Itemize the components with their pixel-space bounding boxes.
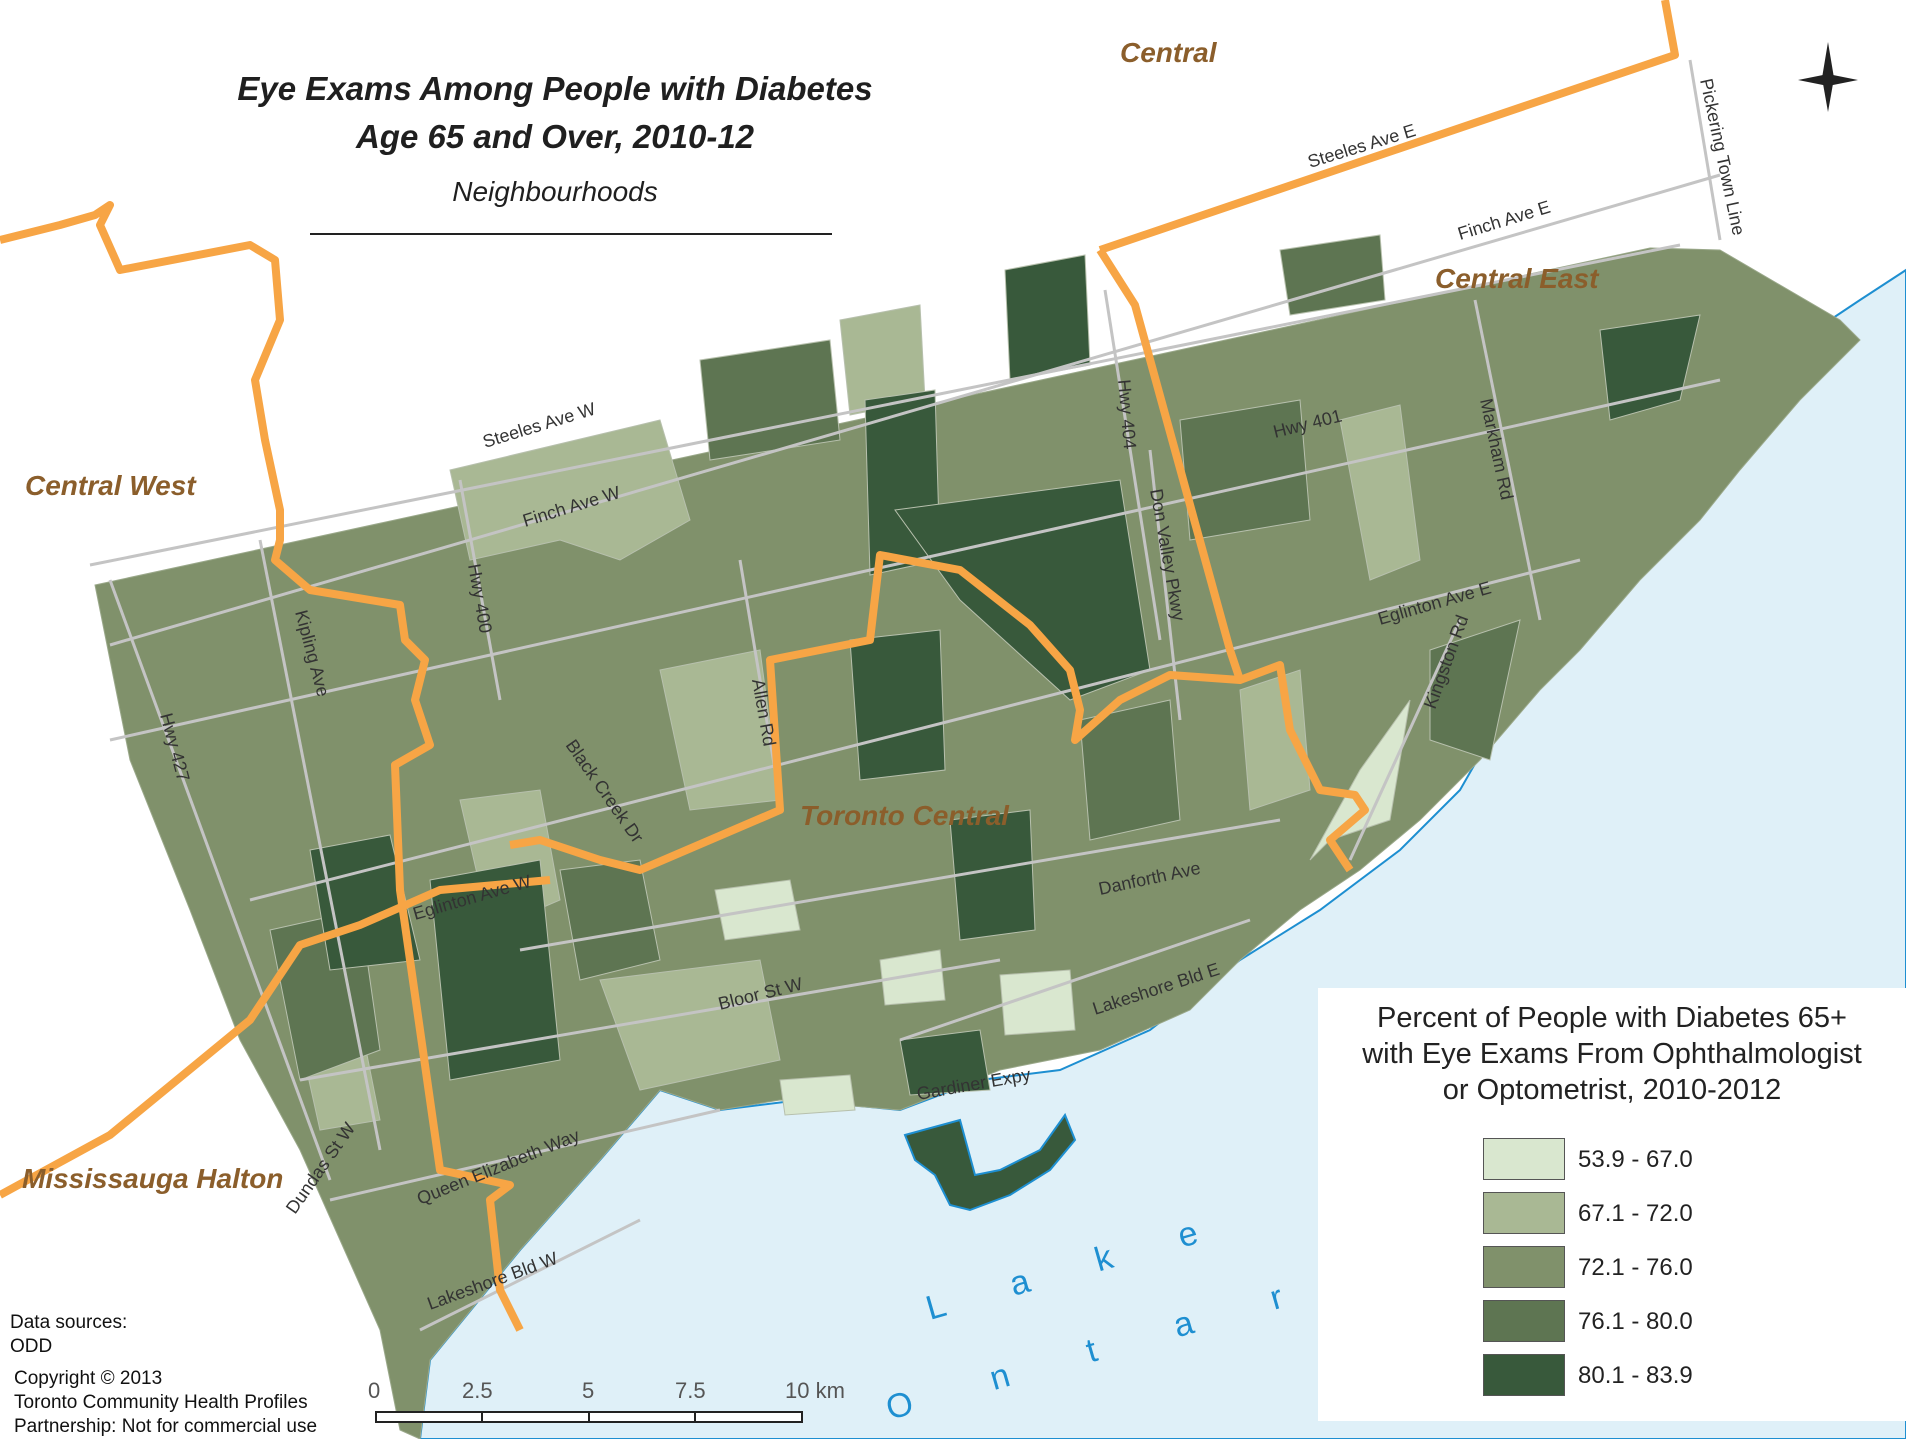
nbhd-dark-8 bbox=[949, 809, 1036, 941]
legend-title-line2: with Eye Exams From Ophthalmologist bbox=[1362, 1038, 1862, 1070]
road-finch bbox=[109, 173, 1721, 647]
title-divider bbox=[310, 233, 832, 235]
legend-label-5: 80.1 - 83.9 bbox=[1578, 1362, 1693, 1389]
region-central-west: Central West bbox=[25, 470, 197, 501]
toronto-islands bbox=[903, 1112, 1077, 1212]
legend-label-3: 72.1 - 76.0 bbox=[1578, 1254, 1693, 1281]
boundary-central-east bbox=[1096, 247, 1244, 682]
nbhd-light-7 bbox=[1239, 669, 1311, 811]
nbhd-light-6 bbox=[599, 959, 781, 1091]
nbhd-mid-2 bbox=[1279, 234, 1386, 316]
road-pickering bbox=[1688, 59, 1722, 241]
nbhd-dark-4 bbox=[849, 629, 946, 781]
scale-tick-1: 2.5 bbox=[462, 1378, 493, 1403]
nbhd-pale-4 bbox=[779, 1074, 856, 1116]
legend-swatch-1 bbox=[1483, 1138, 1565, 1180]
nbhd-mid-1 bbox=[699, 339, 841, 461]
road-kipling bbox=[258, 539, 382, 1151]
legend: Percent of People with Diabetes 65+ with… bbox=[1318, 988, 1906, 1421]
nbhd-light-3 bbox=[1339, 404, 1421, 581]
source-line4: Toronto Community Health Profiles bbox=[14, 1392, 308, 1413]
scale-tick-4: 10 km bbox=[785, 1378, 845, 1403]
scale-tick-3: 7.5 bbox=[675, 1378, 706, 1403]
nbhd-dark-7 bbox=[429, 859, 561, 1081]
boundary-toronto-central bbox=[509, 551, 1369, 874]
road-404 bbox=[1103, 289, 1162, 641]
region-mississauga-halton: Mississauga Halton bbox=[22, 1163, 283, 1194]
nbhd-dark-9 bbox=[899, 1029, 991, 1096]
road-label-pickering: Pickering Town Line bbox=[1696, 77, 1749, 237]
legend-swatch-2 bbox=[1483, 1192, 1565, 1234]
map-title-line1: Eye Exams Among People with Diabetes bbox=[237, 70, 873, 107]
boundary-central bbox=[1098, 0, 1679, 254]
legend-label-2: 67.1 - 72.0 bbox=[1578, 1200, 1693, 1227]
legend-swatch-4 bbox=[1483, 1300, 1565, 1342]
legend-title: Percent of People with Diabetes 65+ with… bbox=[1318, 1000, 1906, 1108]
boundary-west-bottom bbox=[0, 876, 551, 1199]
road-danforth bbox=[519, 818, 1281, 952]
scale-bar bbox=[375, 1411, 803, 1423]
nbhd-mid-5 bbox=[1429, 619, 1521, 761]
nbhd-pale-5 bbox=[1309, 699, 1411, 861]
region-central-east: Central East bbox=[1435, 263, 1600, 294]
nbhd-pale-2 bbox=[879, 949, 946, 1006]
nbhd-dark-5 bbox=[1599, 314, 1701, 421]
legend-title-line1: Percent of People with Diabetes 65+ bbox=[1377, 1002, 1847, 1034]
road-bloor bbox=[299, 958, 1001, 1082]
source-line5: Partnership: Not for commercial use bbox=[14, 1416, 318, 1437]
map-subtitle: Neighbourhoods bbox=[452, 176, 658, 207]
legend-label-1: 53.9 - 67.0 bbox=[1578, 1146, 1693, 1173]
legend-swatch-3 bbox=[1483, 1246, 1565, 1288]
source-line1: Data sources: bbox=[10, 1312, 128, 1333]
nbhd-dark-3 bbox=[894, 479, 1151, 701]
legend-label-4: 76.1 - 80.0 bbox=[1578, 1308, 1693, 1335]
scale-tick-0: 0 bbox=[368, 1378, 380, 1403]
road-lakeshore-w bbox=[419, 1218, 641, 1332]
legend-title-line3: or Optometrist, 2010-2012 bbox=[1442, 1074, 1782, 1106]
road-eglinton bbox=[249, 558, 1581, 902]
region-central: Central bbox=[1120, 37, 1218, 68]
source-line2: ODD bbox=[10, 1336, 53, 1357]
map-title-line2: Age 65 and Over, 2010-12 bbox=[355, 118, 755, 155]
lhin-boundaries bbox=[0, 0, 1679, 1332]
nbhd-mid-6 bbox=[1079, 699, 1181, 841]
source-line3: Copyright © 2013 bbox=[14, 1368, 163, 1389]
road-steeles bbox=[89, 243, 1681, 567]
north-arrow-icon bbox=[1798, 42, 1858, 112]
boundary-central-west bbox=[0, 201, 524, 1332]
road-lakeshore-e bbox=[899, 918, 1251, 1042]
road-kingston bbox=[1348, 619, 1462, 861]
road-427 bbox=[108, 579, 332, 1181]
region-toronto-central: Toronto Central bbox=[800, 800, 1010, 831]
road-qew bbox=[329, 1108, 721, 1202]
road-markham bbox=[1473, 299, 1542, 621]
legend-swatch-5 bbox=[1483, 1354, 1565, 1396]
scale-tick-2: 5 bbox=[582, 1378, 594, 1403]
road-400 bbox=[458, 479, 502, 701]
